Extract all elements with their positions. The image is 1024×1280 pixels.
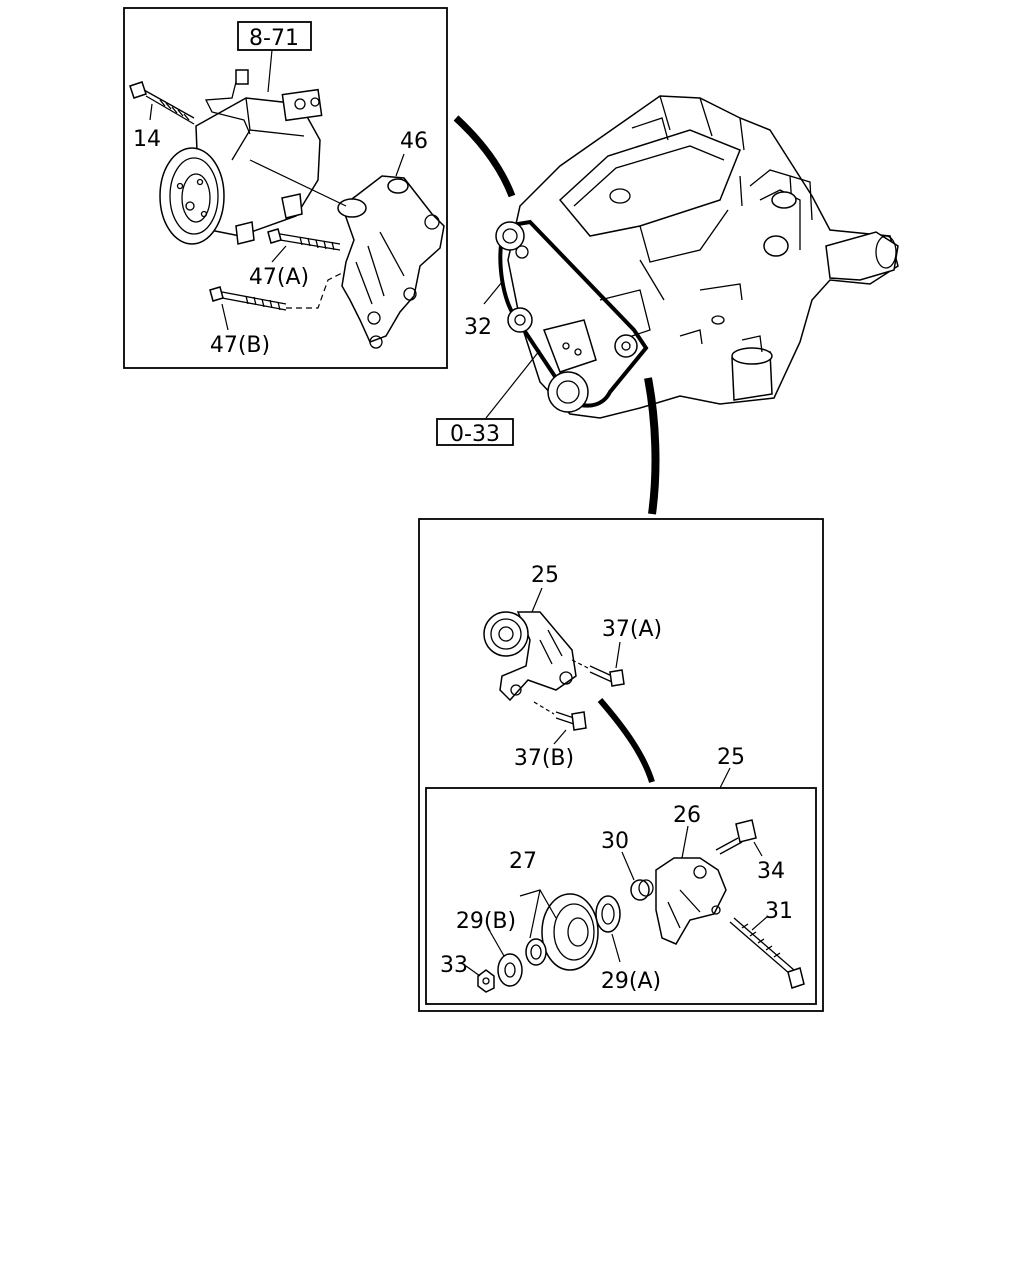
callout-29a: 29(A) xyxy=(601,969,661,994)
compressor-bracket-46 xyxy=(337,175,445,349)
engine-assembly xyxy=(495,95,899,419)
callout-31: 31 xyxy=(765,899,793,924)
ref-box-8-71[interactable]: 8-71 xyxy=(237,21,312,51)
ref-8-71-label: 8-71 xyxy=(249,26,299,51)
tensioner-arm-26 xyxy=(655,857,727,945)
bolt-37b xyxy=(555,711,587,731)
inset-link-curve-bottom xyxy=(644,377,660,515)
tensioner-inset: 25 37(A) 37(B) 25 xyxy=(418,518,824,1012)
tensioner-exploded-subinset: 26 34 31 30 xyxy=(425,787,817,1005)
callout-29b: 29(B) xyxy=(456,909,516,934)
ac-compressor xyxy=(159,69,323,245)
callout-37a: 37(A) xyxy=(602,617,662,642)
bolt-47b xyxy=(209,286,287,311)
tensioner-assembly-25 xyxy=(483,611,577,702)
callout-34: 34 xyxy=(757,859,785,884)
idler-pulley-27 xyxy=(525,893,599,971)
bolt-14 xyxy=(129,81,195,125)
inset-link-curve-inner xyxy=(597,698,655,783)
washer-29b xyxy=(497,953,523,987)
callout-37b: 37(B) xyxy=(514,746,574,771)
callout-32: 32 xyxy=(464,315,492,340)
bolt-37a xyxy=(589,665,625,687)
bolt-34 xyxy=(715,819,757,855)
tensioner-inset-frame xyxy=(418,518,824,1012)
tensioner-subinset-frame xyxy=(425,787,817,1005)
bolt-47a xyxy=(267,228,341,251)
callout-47a: 47(A) xyxy=(249,265,309,290)
callout-47b: 47(B) xyxy=(210,333,270,358)
ref-0-33-label: 0-33 xyxy=(450,422,500,447)
inset-link-curve-top xyxy=(453,115,516,198)
callout-14: 14 xyxy=(133,127,161,152)
callout-26: 26 xyxy=(673,803,701,828)
compressor-inset: 8-71 xyxy=(123,7,448,369)
callout-25-top: 25 xyxy=(531,563,559,588)
compressor-inset-frame xyxy=(123,7,448,369)
callout-27: 27 xyxy=(509,849,537,874)
callout-33: 33 xyxy=(440,953,468,978)
callout-46: 46 xyxy=(400,129,428,154)
bolt-31 xyxy=(729,917,805,989)
callout-30: 30 xyxy=(601,829,629,854)
ref-box-0-33[interactable]: 0-33 xyxy=(436,418,514,447)
nut-33 xyxy=(477,969,495,993)
washer-29a xyxy=(595,895,621,933)
bushing-30 xyxy=(630,879,654,901)
callout-25-inner: 25 xyxy=(717,745,745,770)
